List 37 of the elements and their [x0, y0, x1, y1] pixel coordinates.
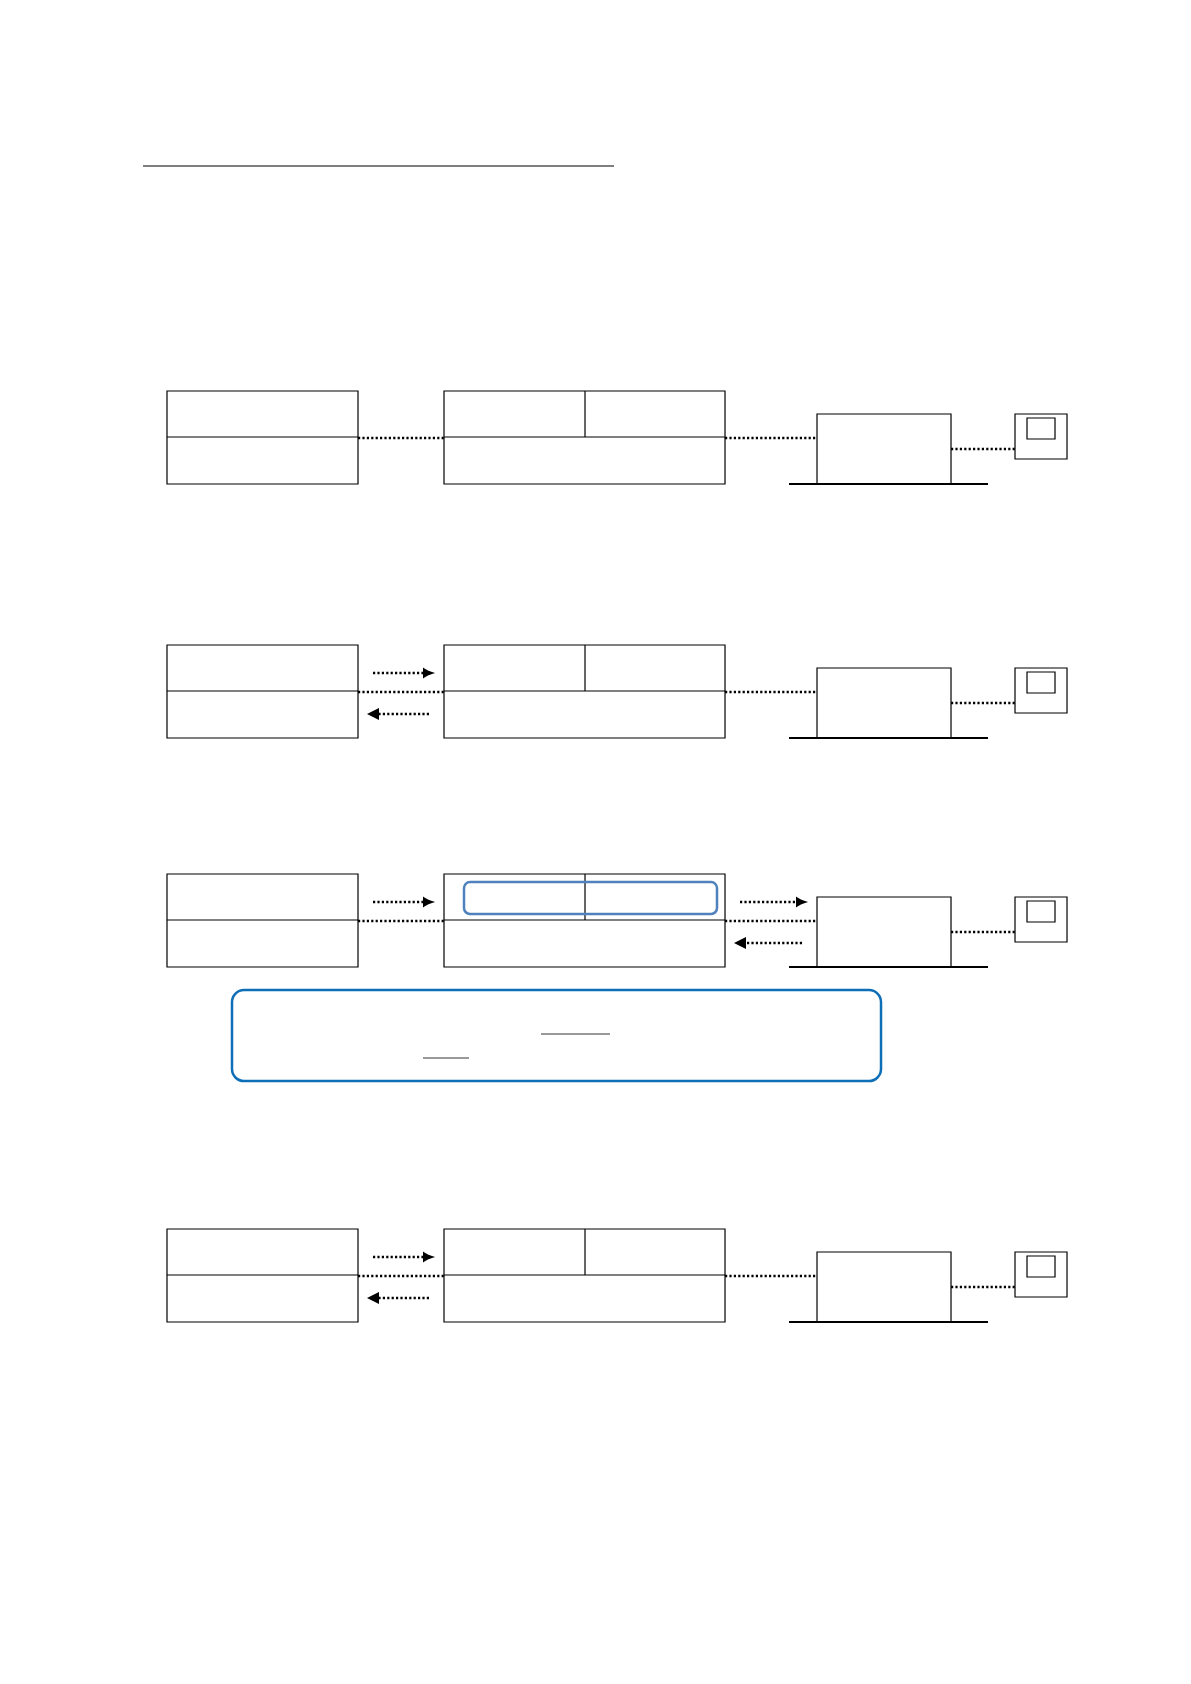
arrow: [367, 1292, 429, 1304]
split-box: [443, 873, 726, 968]
dotted-line: [358, 1274, 444, 1278]
arrow: [373, 1252, 433, 1262]
device-box: [816, 667, 952, 739]
dotted-line: [358, 690, 444, 694]
monitor-box: [1014, 1251, 1068, 1298]
device-box: [816, 413, 952, 485]
dotted-line: [358, 919, 444, 923]
split-box: [166, 390, 359, 485]
monitor-box: [1014, 667, 1068, 714]
highlight-box: [462, 880, 719, 916]
dotted-line: [951, 447, 1015, 451]
arrow: [373, 897, 433, 907]
split-box: [166, 644, 359, 739]
monitor-box: [1014, 896, 1068, 943]
callout-box: [230, 988, 883, 1083]
dotted-line: [725, 436, 817, 440]
split-box: [166, 1228, 359, 1323]
dotted-line: [725, 919, 817, 923]
split-box: [443, 390, 726, 485]
arrow: [740, 897, 806, 907]
dotted-line: [725, 1274, 817, 1278]
monitor-box: [1014, 413, 1068, 460]
device-box: [816, 896, 952, 968]
split-box: [443, 644, 726, 739]
arrow: [734, 937, 802, 949]
split-box: [166, 873, 359, 968]
arrow: [367, 708, 429, 720]
dotted-line: [951, 701, 1015, 705]
dotted-line: [358, 436, 444, 440]
arrow: [373, 668, 433, 678]
dotted-line: [951, 930, 1015, 934]
dotted-line: [725, 690, 817, 694]
dotted-line: [951, 1285, 1015, 1289]
device-box: [816, 1251, 952, 1323]
split-box: [443, 1228, 726, 1323]
